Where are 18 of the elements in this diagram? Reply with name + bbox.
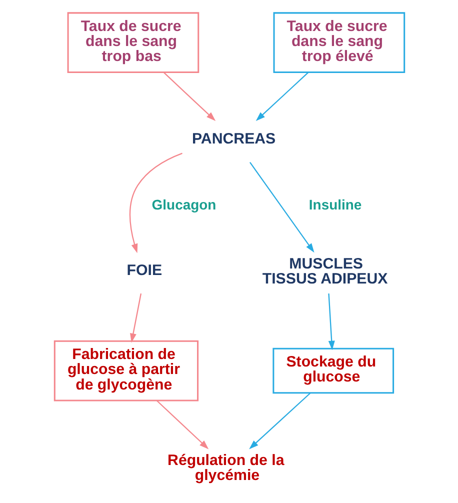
- node-text: PANCREAS: [191, 130, 276, 148]
- node-text: MUSCLES TISSUS ADIPEUX: [262, 255, 388, 288]
- node-box: Fabrication de glucose à partir de glycogène: [53, 340, 198, 402]
- node-box: Taux de sucre dans le sang trop élevé: [272, 12, 405, 74]
- edge-label: Glucagon: [151, 196, 216, 213]
- arrow: [163, 72, 216, 122]
- arrow: [255, 72, 308, 122]
- arrow: [128, 152, 182, 254]
- edge-label: Insuline: [308, 196, 362, 213]
- node-text: Régulation de la glycémie: [167, 452, 284, 484]
- arrow: [130, 293, 142, 343]
- arrow: [248, 392, 310, 450]
- node-box: Stockage du glucose: [272, 348, 394, 394]
- arrow: [328, 293, 334, 350]
- arrow: [249, 162, 314, 253]
- node-text: FOIE: [126, 262, 162, 280]
- node-box: Taux de sucre dans le sang trop bas: [66, 12, 199, 74]
- arrow: [156, 400, 208, 450]
